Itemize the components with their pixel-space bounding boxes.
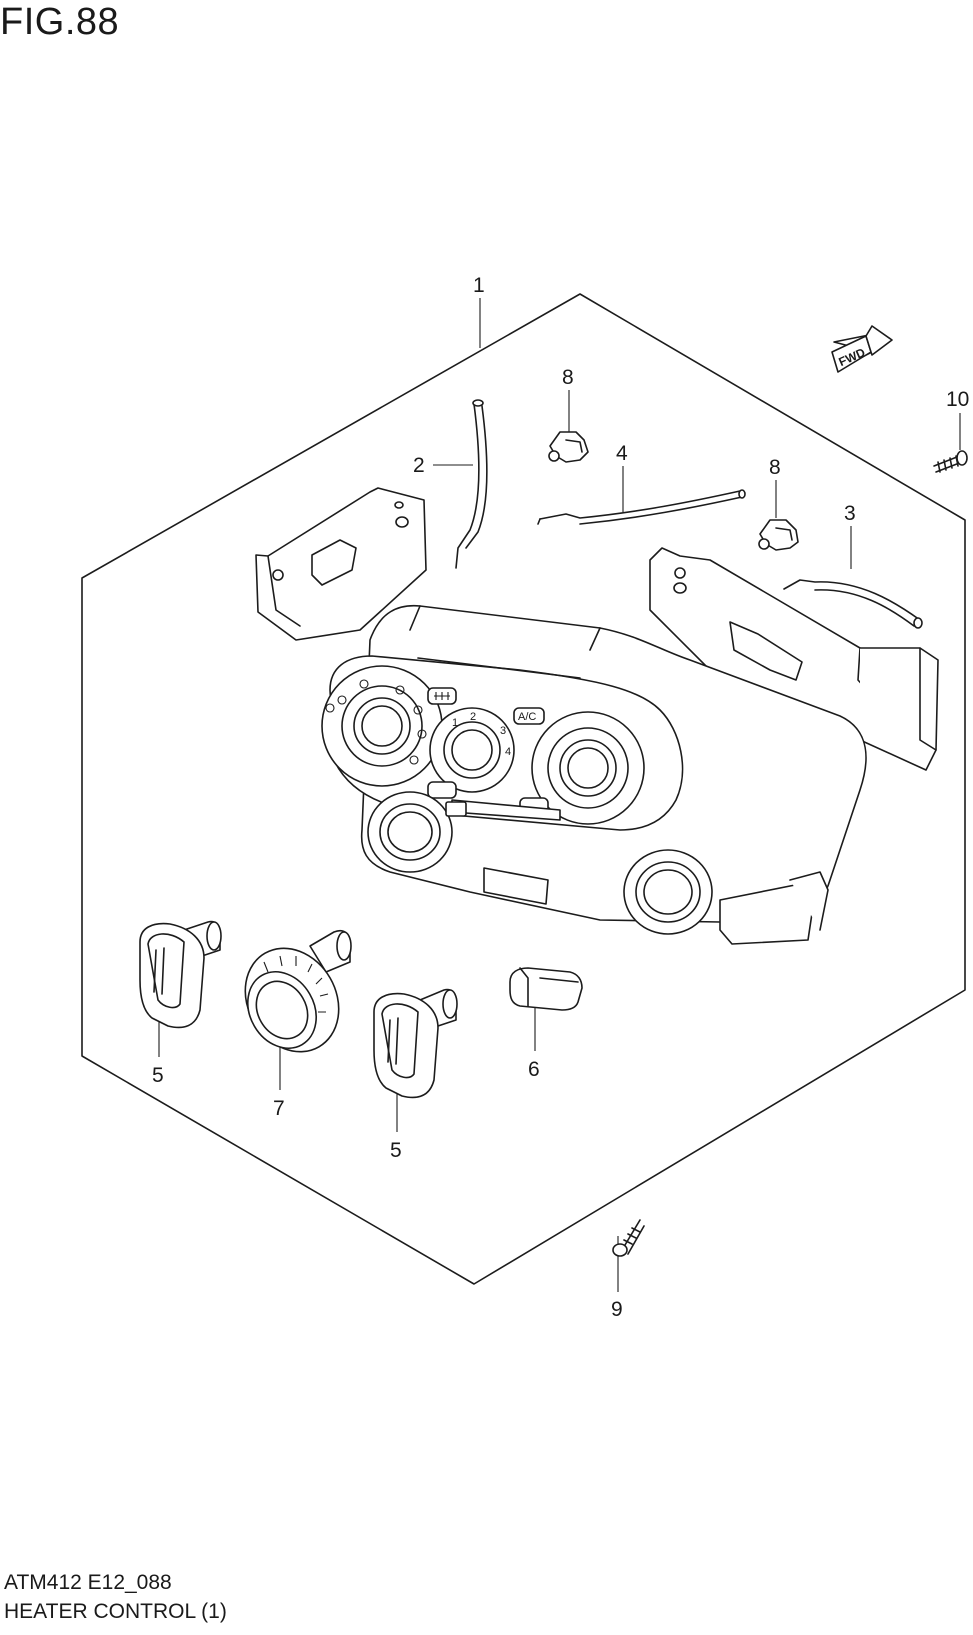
clip-part-8-lower — [758, 519, 799, 551]
ring-knob-part-7 — [244, 929, 352, 1053]
screw-part-10 — [933, 450, 968, 473]
callout-3: 3 — [844, 502, 856, 525]
fwd-arrow-icon: FWD — [831, 325, 893, 373]
dial-number-4: 4 — [505, 746, 511, 758]
figure-title: FIG.88 — [0, 1, 120, 43]
cable-part-3 — [783, 579, 923, 629]
figure-name: HEATER CONTROL (1) — [4, 1600, 227, 1623]
figure-code: ATM412 E12_088 — [4, 1571, 172, 1594]
ac-button-label: A/C — [518, 711, 536, 723]
knob-part-5-left — [139, 920, 222, 1029]
callout-labels: 1 2 3 4 5 5 6 7 8 8 9 10 — [152, 274, 969, 1321]
callout-6: 6 — [528, 1058, 540, 1081]
callout-10: 10 — [946, 388, 969, 411]
callout-4: 4 — [616, 442, 628, 465]
cable-part-4 — [537, 489, 746, 525]
callout-7: 7 — [273, 1097, 285, 1120]
knob-part-5-right — [373, 988, 458, 1099]
dial-number-1: 1 — [452, 717, 458, 729]
callout-8-lower: 8 — [769, 456, 781, 479]
callout-5-left: 5 — [152, 1064, 164, 1087]
screw-part-9 — [612, 1219, 645, 1257]
assembly-boundary — [81, 293, 966, 1285]
callout-2: 2 — [413, 454, 425, 477]
cable-part-2 — [455, 399, 488, 569]
callout-8-upper: 8 — [562, 366, 574, 389]
callout-1: 1 — [473, 274, 485, 297]
dial-number-2: 2 — [470, 711, 476, 723]
callout-9: 9 — [611, 1298, 623, 1321]
dial-number-3: 3 — [500, 725, 506, 737]
heater-control-assembly: 1 2 3 4 A/C — [255, 487, 939, 945]
callout-5-right: 5 — [390, 1139, 402, 1162]
slide-knob-part-6 — [509, 967, 583, 1011]
clip-part-8-upper — [548, 431, 589, 463]
